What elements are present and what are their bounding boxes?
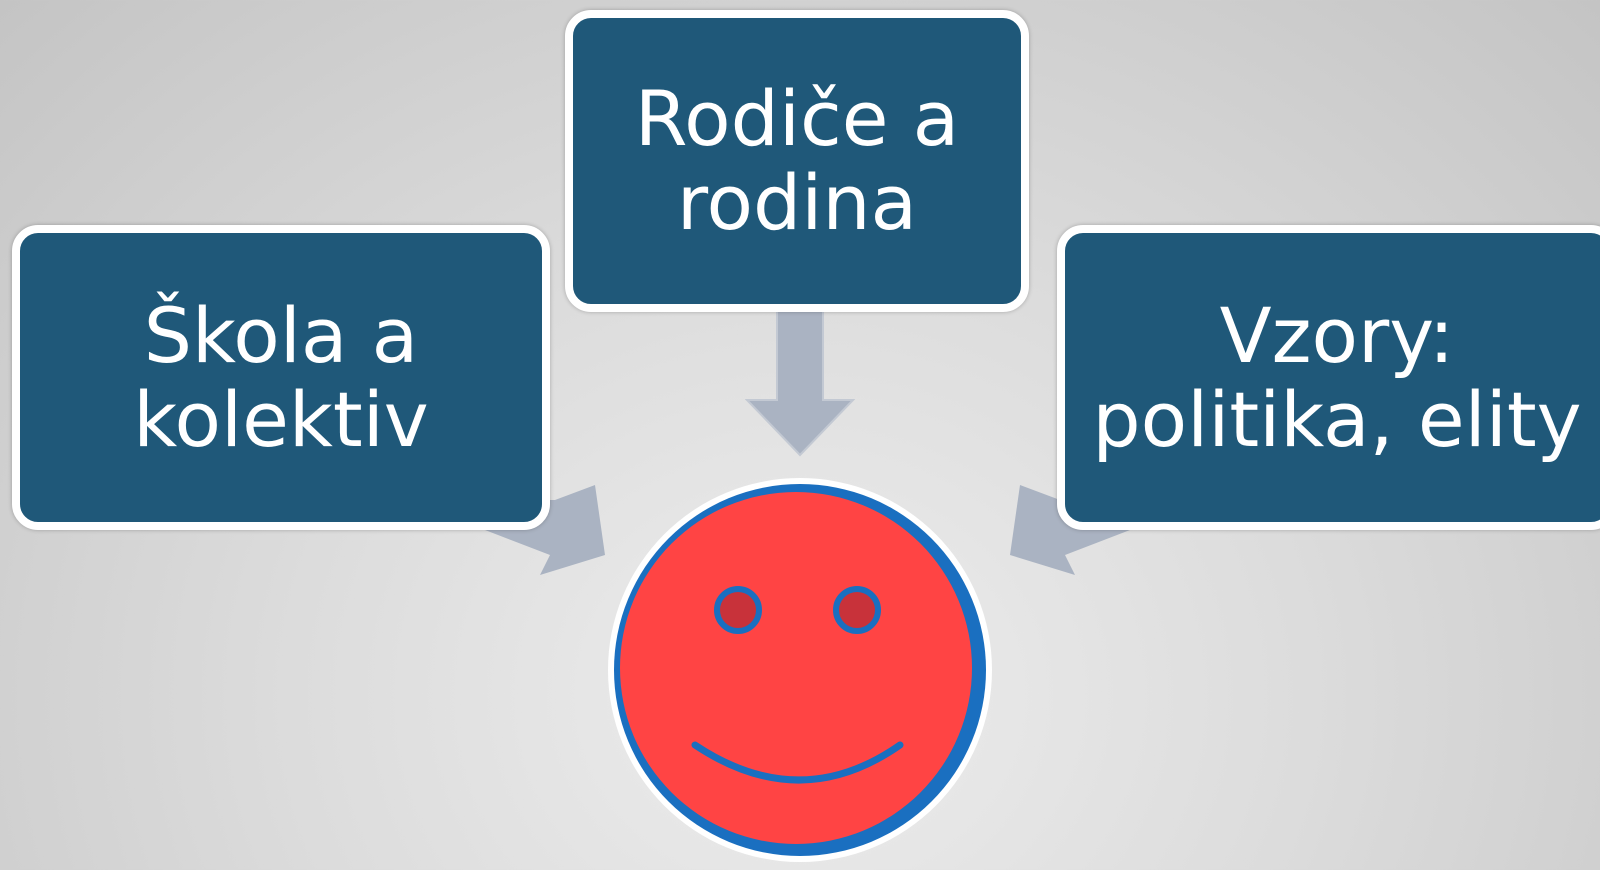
left-eye xyxy=(714,586,762,634)
school-collective-box: Škola a kolektiv xyxy=(12,225,550,530)
smile xyxy=(691,741,904,784)
right-eye xyxy=(833,586,881,634)
parents-family-box: Rodiče a rodina xyxy=(565,10,1029,312)
parents-family-label: Rodiče a rodina xyxy=(634,74,960,247)
arrow-diagonal-right-icon xyxy=(485,485,605,575)
role-models-label: Vzory: politika, elity xyxy=(1092,290,1582,464)
school-collective-label: Škola a kolektiv xyxy=(133,290,429,464)
arrow-down-icon xyxy=(745,310,855,457)
role-models-box: Vzory: politika, elity xyxy=(1057,225,1600,530)
smiley-face-icon xyxy=(608,478,992,862)
arrow-diagonal-left-icon xyxy=(1010,485,1130,575)
